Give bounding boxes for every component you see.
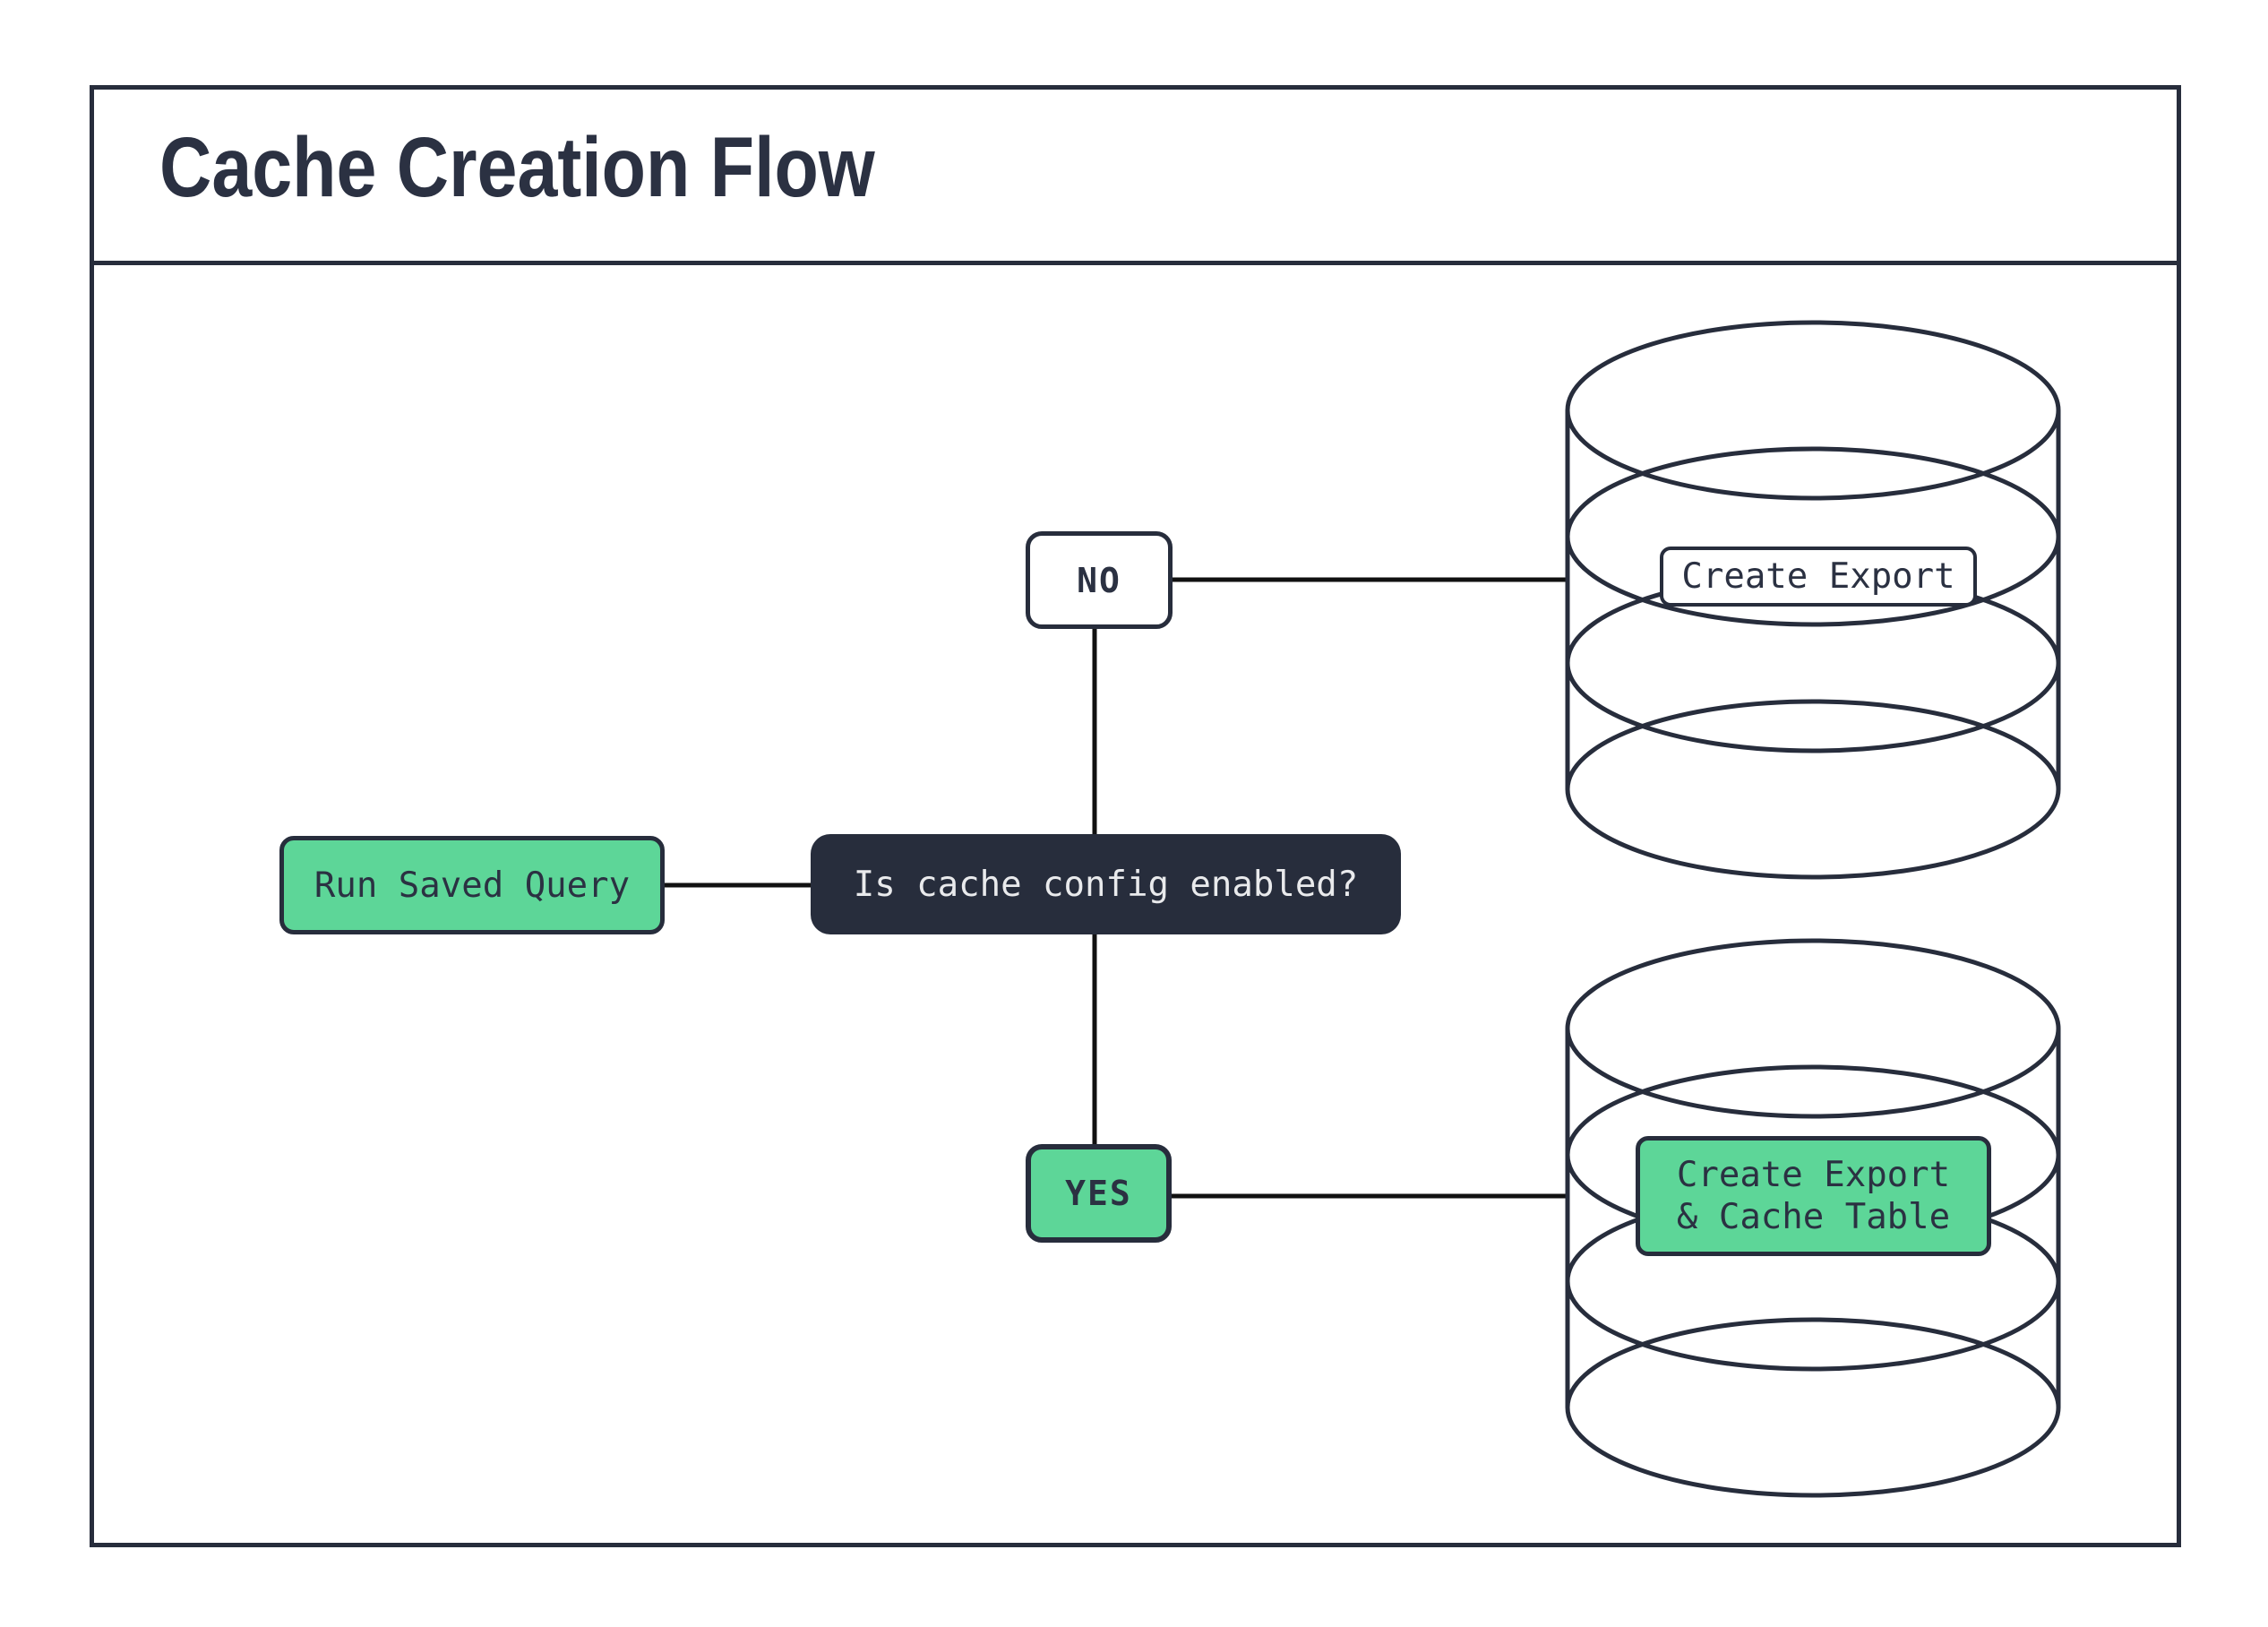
node-yes-branch-label: YES: [1065, 1174, 1132, 1213]
label-create-export-text: Create Export: [1681, 556, 1955, 597]
node-run-saved-query: Run Saved Query: [279, 836, 665, 934]
edges-group: [665, 577, 1568, 1199]
label-create-export: Create Export: [1660, 547, 1977, 607]
node-no-branch: NO: [1026, 531, 1173, 629]
title-divider: [90, 261, 2181, 265]
flowchart-frame: [90, 85, 2181, 1547]
node-no-branch-label: NO: [1077, 560, 1121, 600]
node-run-saved-query-label: Run Saved Query: [314, 865, 631, 906]
node-yes-branch: YES: [1026, 1144, 1172, 1243]
node-decision: Is cache config enabled?: [811, 834, 1401, 934]
page-title: Cache Creation Flow: [159, 120, 875, 215]
label-create-export-cache-table-text: Create Export & Cache Table: [1676, 1155, 1951, 1237]
node-decision-label: Is cache config enabled?: [853, 864, 1359, 905]
label-create-export-cache-table: Create Export & Cache Table: [1636, 1136, 1991, 1256]
